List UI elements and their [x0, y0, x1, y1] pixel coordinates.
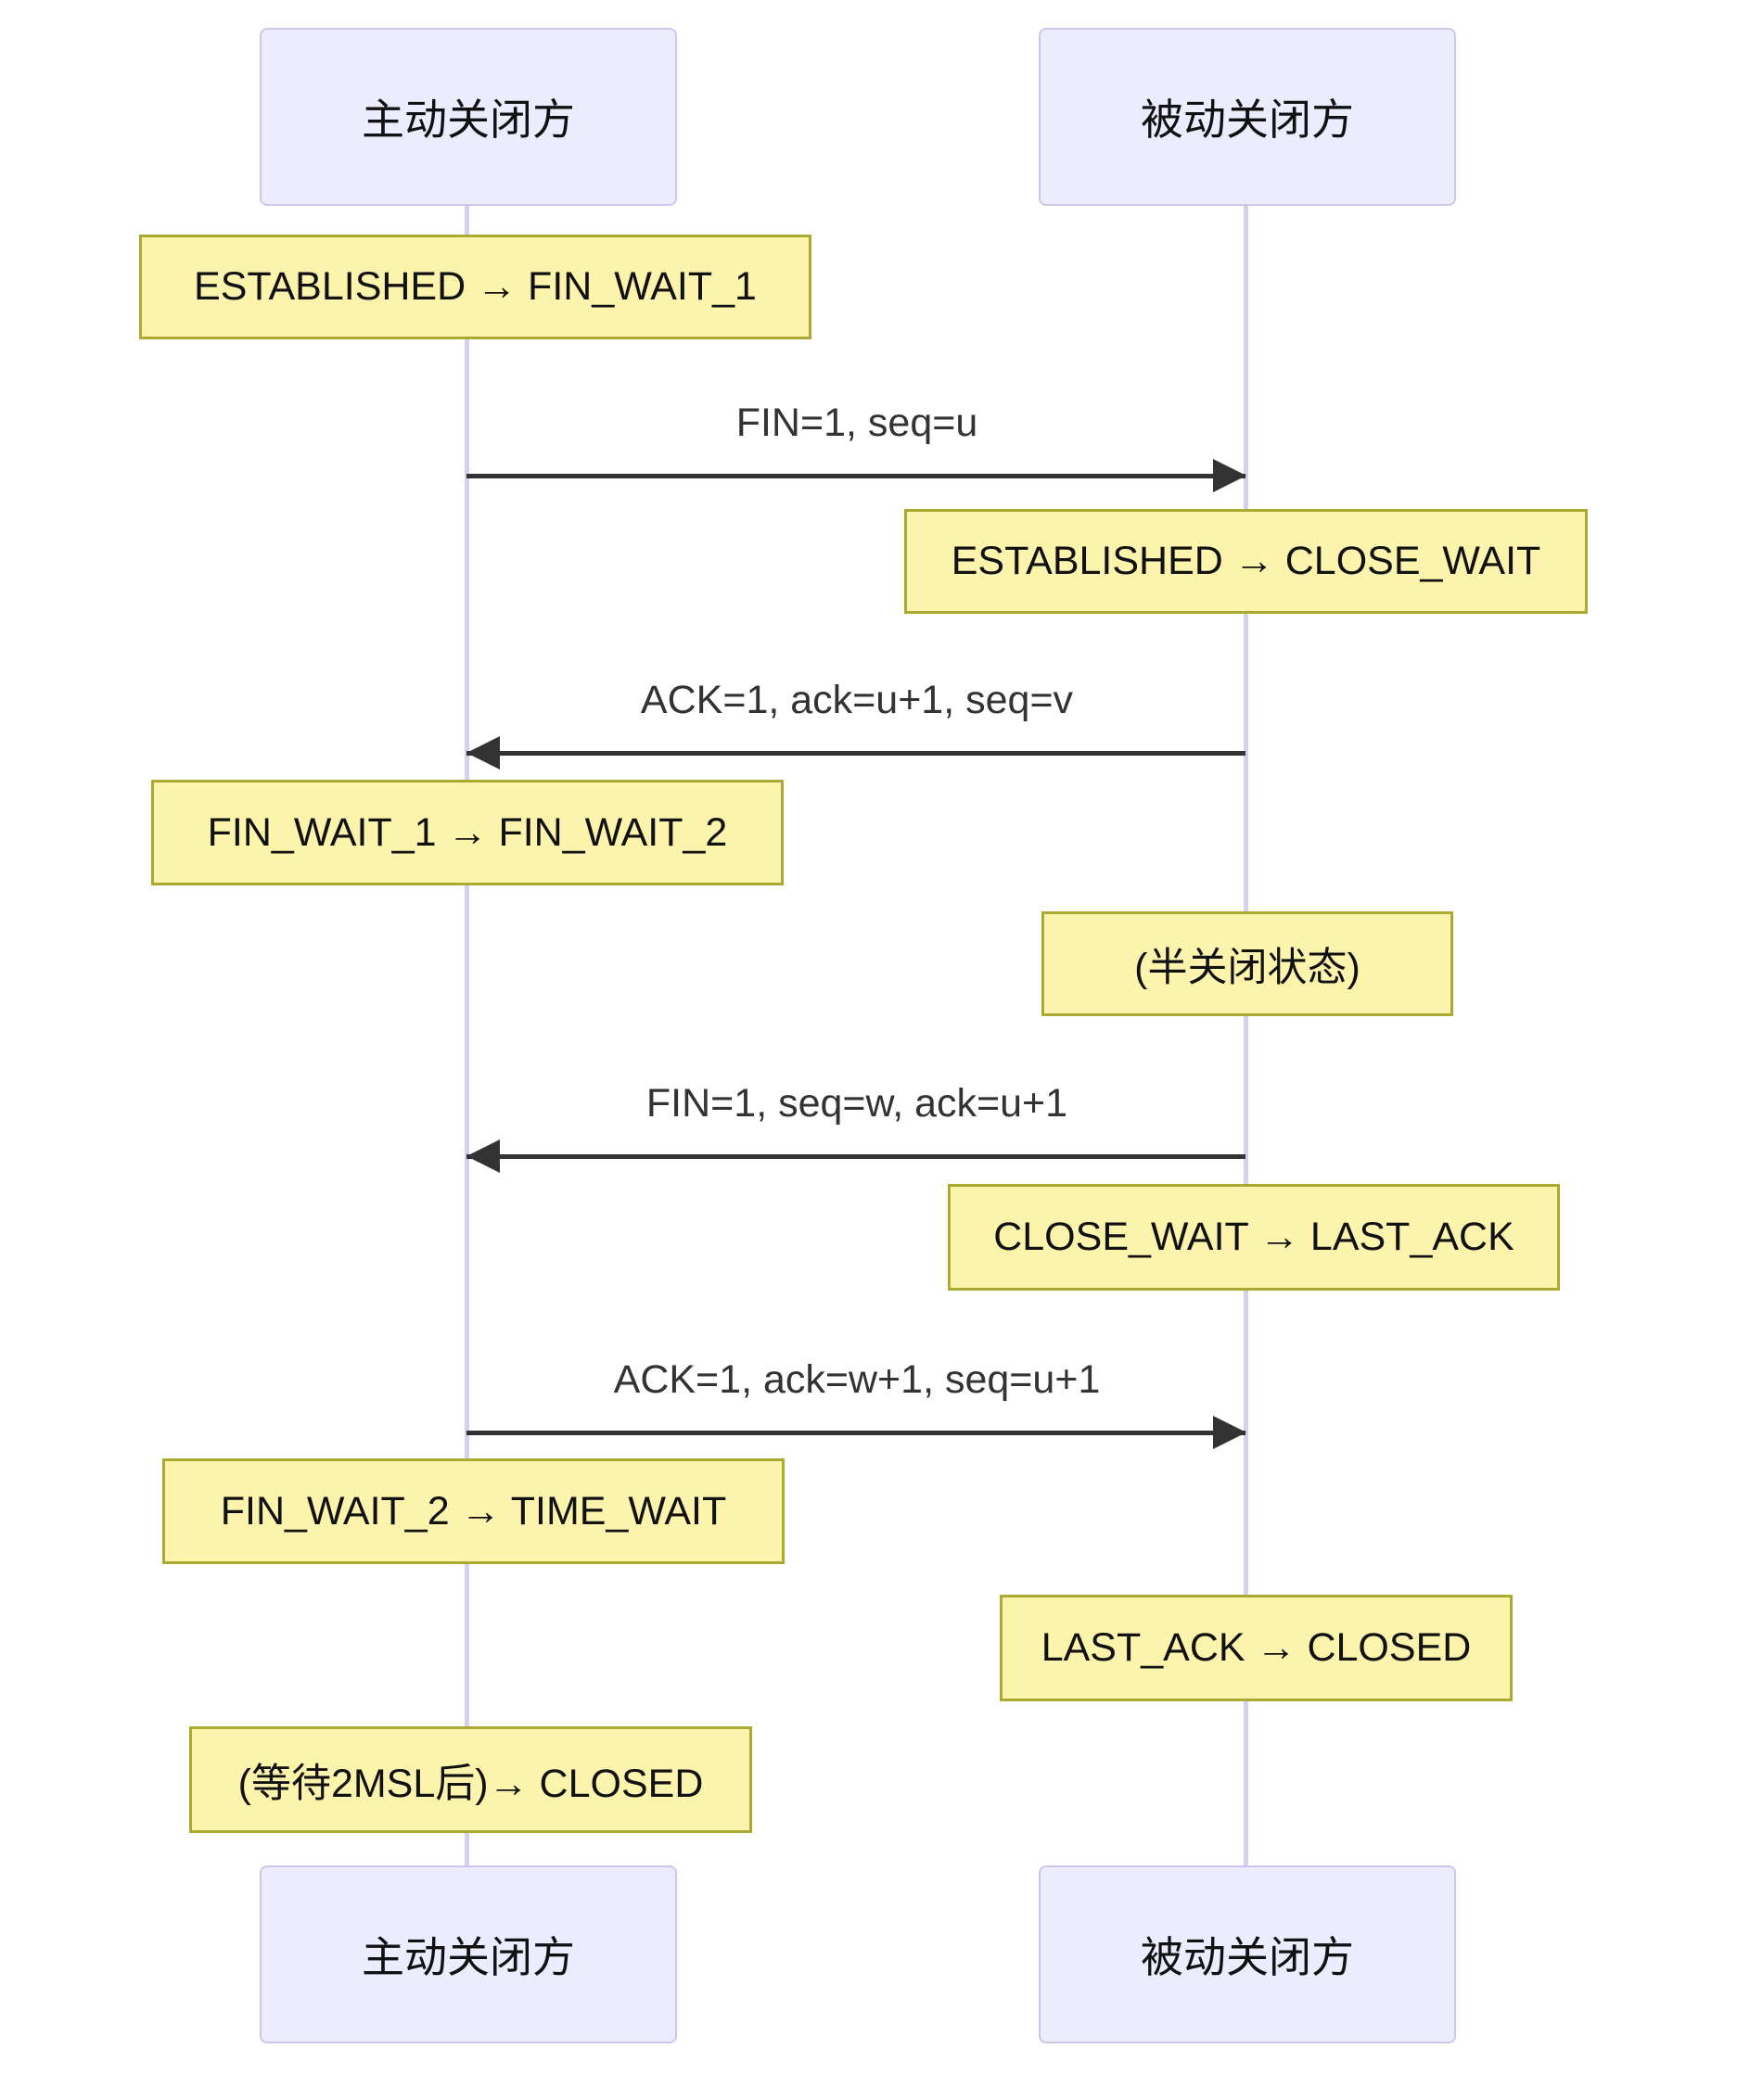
note-last-ack-to-closed: LAST_ACK → CLOSED: [1000, 1595, 1513, 1701]
message-line-fin: [466, 474, 1245, 478]
actor-bottom-passive-closer: 被动关闭方: [1039, 1865, 1456, 2043]
actor-label: 被动关闭方: [1141, 95, 1354, 144]
actor-label: 被动关闭方: [1141, 1933, 1354, 1981]
message-line-ack2: [466, 1431, 1245, 1435]
message-line-fin2: [466, 1154, 1245, 1159]
note-half-closed-state: (半关闭状态): [1041, 911, 1453, 1016]
actor-label: 主动关闭方: [362, 95, 575, 144]
note-wait-2msl-to-closed: (等待2MSL后)→ CLOSED: [189, 1726, 752, 1833]
message-label-fin-seq-w: FIN=1, seq=w, ack=u+1: [645, 1081, 1068, 1126]
lifeline-active-closer: [465, 206, 469, 1865]
arrowhead-right-icon: [1213, 1416, 1246, 1449]
message-line-ack1: [466, 751, 1245, 756]
actor-top-active-closer: 主动关闭方: [260, 28, 677, 206]
actor-label: 主动关闭方: [362, 1933, 575, 1981]
note-fin-wait-1-to-fin-wait-2: FIN_WAIT_1 → FIN_WAIT_2: [151, 780, 784, 885]
actor-top-passive-closer: 被动关闭方: [1039, 28, 1456, 206]
actor-bottom-active-closer: 主动关闭方: [260, 1865, 677, 2043]
note-established-to-close-wait: ESTABLISHED → CLOSE_WAIT: [904, 509, 1588, 614]
lifeline-passive-closer: [1244, 206, 1248, 1865]
arrowhead-left-icon: [466, 736, 500, 770]
arrowhead-right-icon: [1213, 459, 1246, 492]
arrowhead-left-icon: [466, 1139, 500, 1173]
note-fin-wait-2-to-time-wait: FIN_WAIT_2 → TIME_WAIT: [162, 1458, 785, 1564]
note-established-to-fin-wait-1: ESTABLISHED → FIN_WAIT_1: [139, 235, 811, 339]
note-close-wait-to-last-ack: CLOSE_WAIT → LAST_ACK: [948, 1184, 1560, 1291]
message-label-ack-u1-seq-v: ACK=1, ack=u+1, seq=v: [640, 678, 1074, 722]
message-label-ack-w1-seq-u1: ACK=1, ack=w+1, seq=u+1: [613, 1357, 1101, 1402]
message-label-fin-seq-u: FIN=1, seq=u: [735, 401, 978, 445]
